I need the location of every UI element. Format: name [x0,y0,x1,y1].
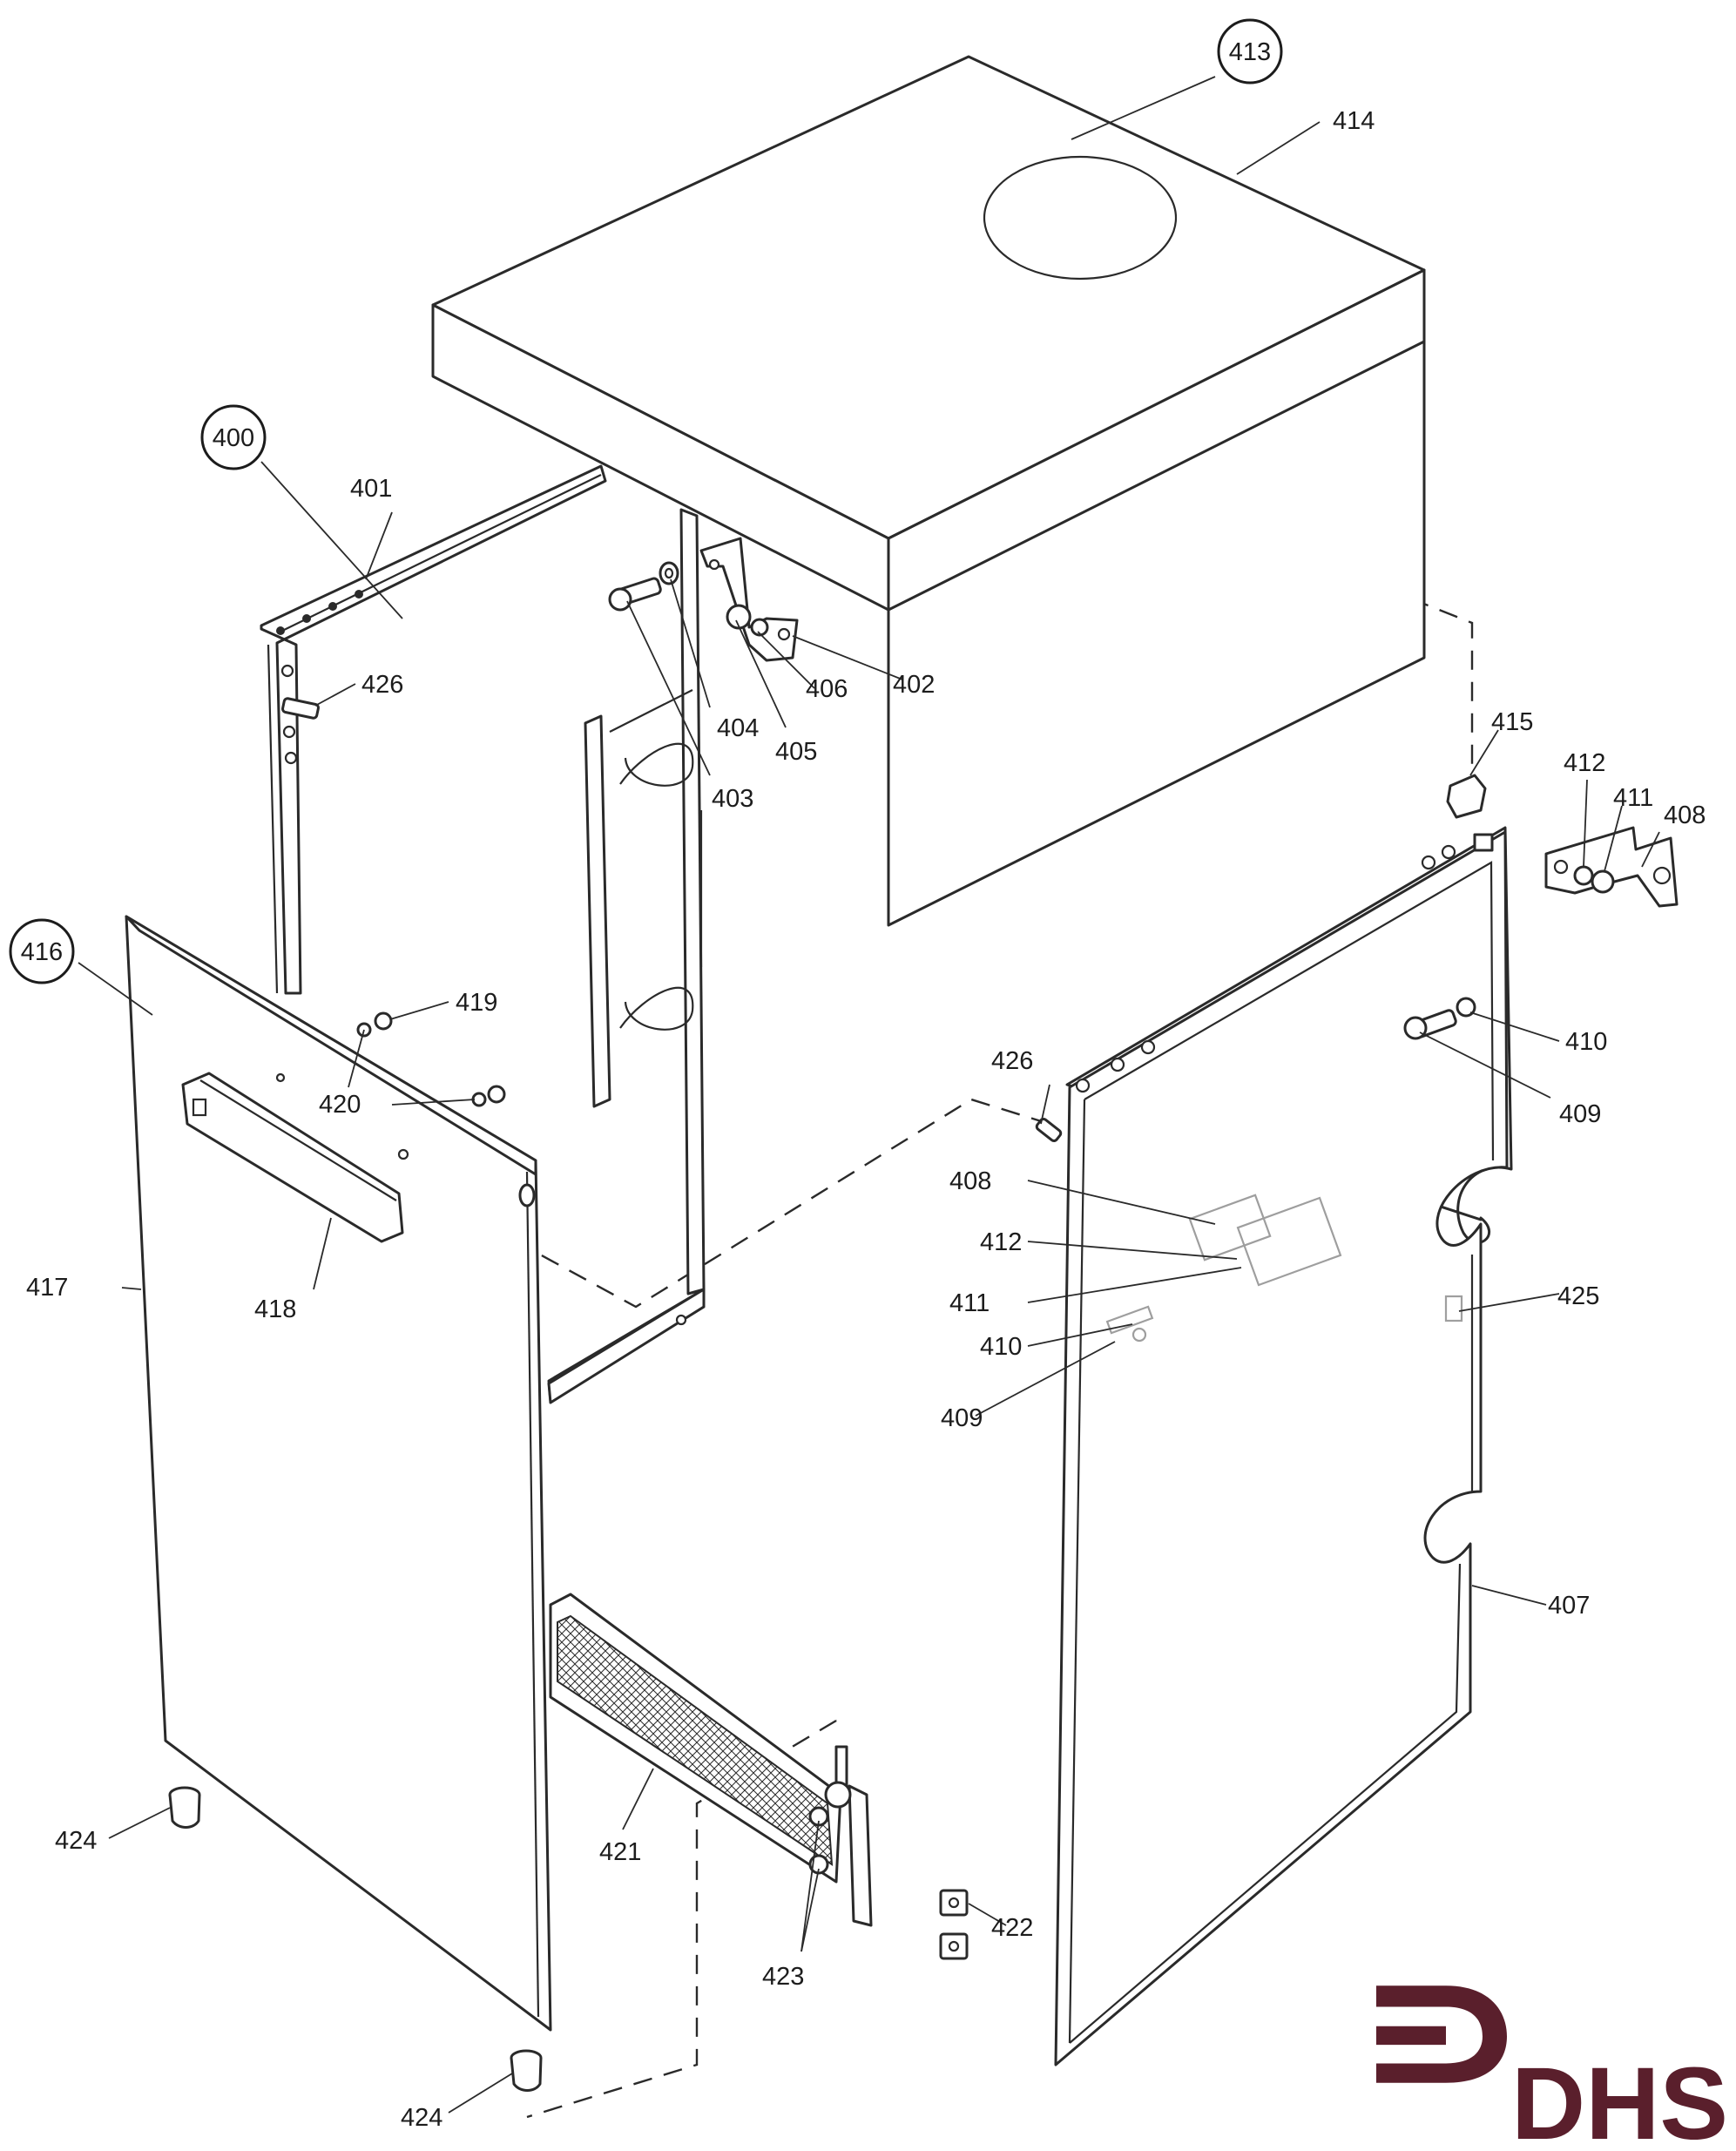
flue-opening [983,155,1178,281]
clip-415 [1446,774,1487,819]
side-panel-407 [1035,826,1513,2066]
label-400: 400 [213,424,254,452]
dhs-logo: DHS [1376,1985,1728,2151]
label-412-upper: 412 [1564,749,1605,777]
label-416: 416 [21,938,63,966]
top-panel-414 [431,55,1426,927]
label-409-lower: 409 [941,1404,983,1432]
label-419: 419 [456,989,497,1017]
bracket-408-upper [1544,826,1679,908]
label-424-left: 424 [55,1827,97,1855]
label-421: 421 [599,1838,641,1866]
label-425: 425 [1557,1282,1599,1310]
bottom-rail-421 [549,1593,873,1927]
label-420: 420 [319,1091,361,1119]
label-417: 417 [26,1274,68,1302]
front-door-417 [125,915,552,2032]
label-404: 404 [717,714,759,742]
logo-arrow-icon [1376,1985,1507,2083]
circled-callouts [9,18,1283,984]
logo-text: DHS [1511,2046,1728,2151]
part-labels: 413 414 400 401 426 402 406 404 405 403 … [21,38,1706,2132]
label-403: 403 [712,785,753,813]
label-424-bottom: 424 [401,2104,442,2132]
label-401: 401 [350,475,392,503]
label-408-lower: 408 [949,1167,991,1195]
label-406: 406 [806,675,848,703]
label-412-lower: 412 [980,1228,1022,1256]
label-410-upper: 410 [1565,1028,1607,1056]
label-405: 405 [775,738,817,766]
label-413: 413 [1229,38,1271,66]
rear-frame-401 [260,464,799,1404]
label-408-upper: 408 [1664,802,1706,829]
label-407: 407 [1548,1592,1590,1620]
label-402: 402 [893,671,935,699]
feet-424 [168,1786,543,2092]
label-409-upper: 409 [1559,1100,1601,1128]
label-423: 423 [762,1963,804,1991]
label-426-left: 426 [361,671,403,699]
clips-422 [939,1889,969,1960]
label-414: 414 [1333,107,1375,135]
label-415: 415 [1491,708,1533,736]
label-410-lower: 410 [980,1333,1022,1361]
label-411-lower: 411 [949,1289,990,1317]
label-418: 418 [254,1295,296,1323]
label-422: 422 [991,1914,1033,1942]
label-426-right: 426 [991,1047,1033,1075]
leader-lines [78,76,1660,2114]
label-411-upper: 411 [1613,784,1653,812]
